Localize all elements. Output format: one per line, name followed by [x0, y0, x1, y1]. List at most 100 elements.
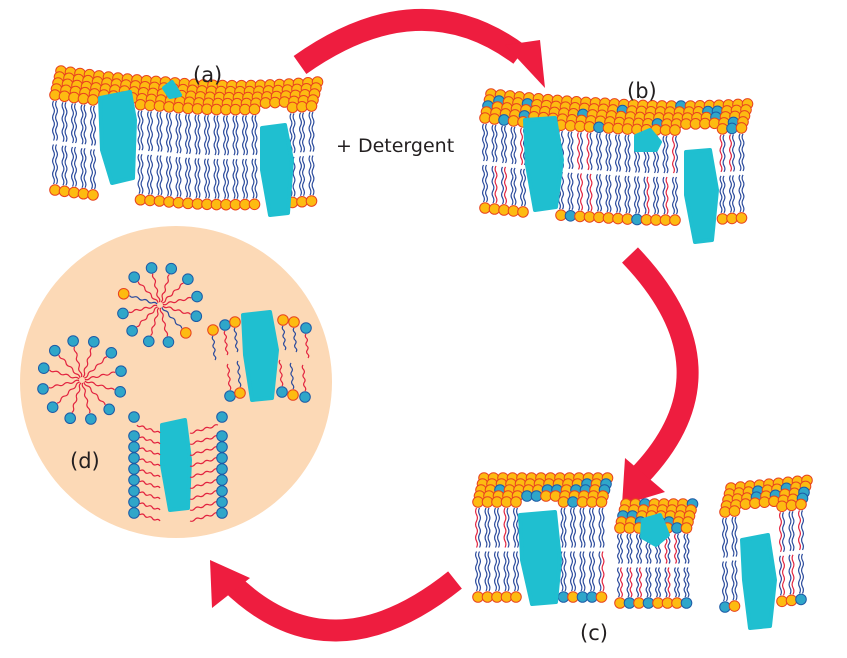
tail [675, 176, 678, 215]
tail [136, 479, 161, 489]
tail [801, 510, 804, 551]
tail [61, 145, 65, 186]
tail [738, 133, 742, 172]
tail [162, 305, 192, 315]
tail [563, 551, 567, 592]
lipid-head [117, 287, 130, 300]
lipid-head [574, 120, 586, 133]
tail [189, 424, 219, 434]
tail [601, 507, 605, 548]
detergent-head [216, 430, 228, 442]
detergent-head [564, 210, 577, 222]
lipid-head [248, 103, 261, 116]
tail [734, 560, 738, 601]
tail [160, 273, 170, 303]
tail [510, 167, 514, 206]
tail [236, 360, 242, 388]
arrow-b-to-c [622, 247, 699, 483]
lipid-head [68, 91, 80, 104]
tail [729, 175, 732, 213]
lipid-head [77, 187, 90, 200]
membrane-protein-d2 [160, 418, 192, 512]
stage-b-membrane [479, 88, 754, 244]
tail [136, 424, 161, 434]
tail [147, 154, 150, 195]
tail [189, 457, 219, 467]
tail [615, 175, 618, 213]
tail [84, 371, 116, 381]
lipid-head [621, 123, 634, 135]
tail [503, 507, 507, 548]
lipid-head [612, 122, 624, 135]
tail [302, 112, 305, 153]
tail [592, 507, 595, 548]
lipid-head [776, 595, 788, 608]
lipid-head [776, 500, 788, 513]
stage-c-fragments [472, 472, 813, 630]
detergent-head [115, 365, 127, 377]
lipid-head [564, 120, 577, 132]
tail [233, 327, 239, 353]
membrane-protein-b1 [523, 116, 564, 212]
detergent-head [128, 452, 140, 464]
tail [516, 507, 519, 548]
tail [513, 126, 517, 165]
tail [732, 175, 735, 213]
membrane-protein-c1 [518, 510, 562, 606]
lipid-head [583, 121, 596, 133]
tail [667, 533, 671, 564]
tail [299, 155, 302, 197]
tail [84, 380, 115, 391]
tail [506, 507, 510, 548]
tail [639, 567, 642, 598]
tail [779, 512, 782, 553]
lipid-head [716, 213, 729, 225]
tail [147, 111, 150, 152]
lipid-head [602, 212, 615, 224]
lipid-head [510, 496, 522, 508]
tail [624, 175, 628, 214]
tail [188, 157, 191, 198]
lipid-head [182, 102, 194, 115]
tail [617, 533, 620, 564]
tail [251, 115, 255, 156]
lipid-head [277, 314, 289, 326]
tail [235, 158, 239, 199]
detergent-head [276, 386, 288, 398]
tail [82, 347, 93, 378]
tail [49, 369, 80, 380]
tail [510, 126, 514, 165]
lipid-head [669, 214, 681, 226]
detergent-head [216, 452, 228, 464]
tail [582, 551, 586, 592]
detergent-head [191, 290, 203, 303]
detergent-head [128, 485, 140, 497]
lipid-head [153, 100, 166, 112]
tail [136, 501, 161, 511]
tail [577, 132, 580, 170]
label-c: (c) [580, 621, 608, 645]
tail [301, 364, 307, 392]
tail [788, 554, 792, 595]
tail [782, 555, 785, 596]
tail [55, 100, 58, 141]
detergent-head [128, 463, 140, 475]
tail [629, 567, 633, 598]
lipid-head [728, 600, 741, 612]
tail [175, 113, 179, 154]
arrow-a-to-b-head [505, 40, 545, 88]
lipid-head [680, 522, 693, 534]
tail [81, 382, 91, 414]
lipid-head [488, 113, 501, 125]
lipid-head [479, 202, 491, 214]
tail [798, 553, 801, 594]
tail [189, 490, 219, 500]
tail [207, 158, 210, 199]
detergent-head [103, 403, 115, 416]
lipid-head [229, 316, 241, 328]
tail [791, 554, 795, 595]
detergent-head [216, 496, 228, 508]
lipid-head [602, 122, 615, 134]
lipid-head [296, 195, 308, 208]
